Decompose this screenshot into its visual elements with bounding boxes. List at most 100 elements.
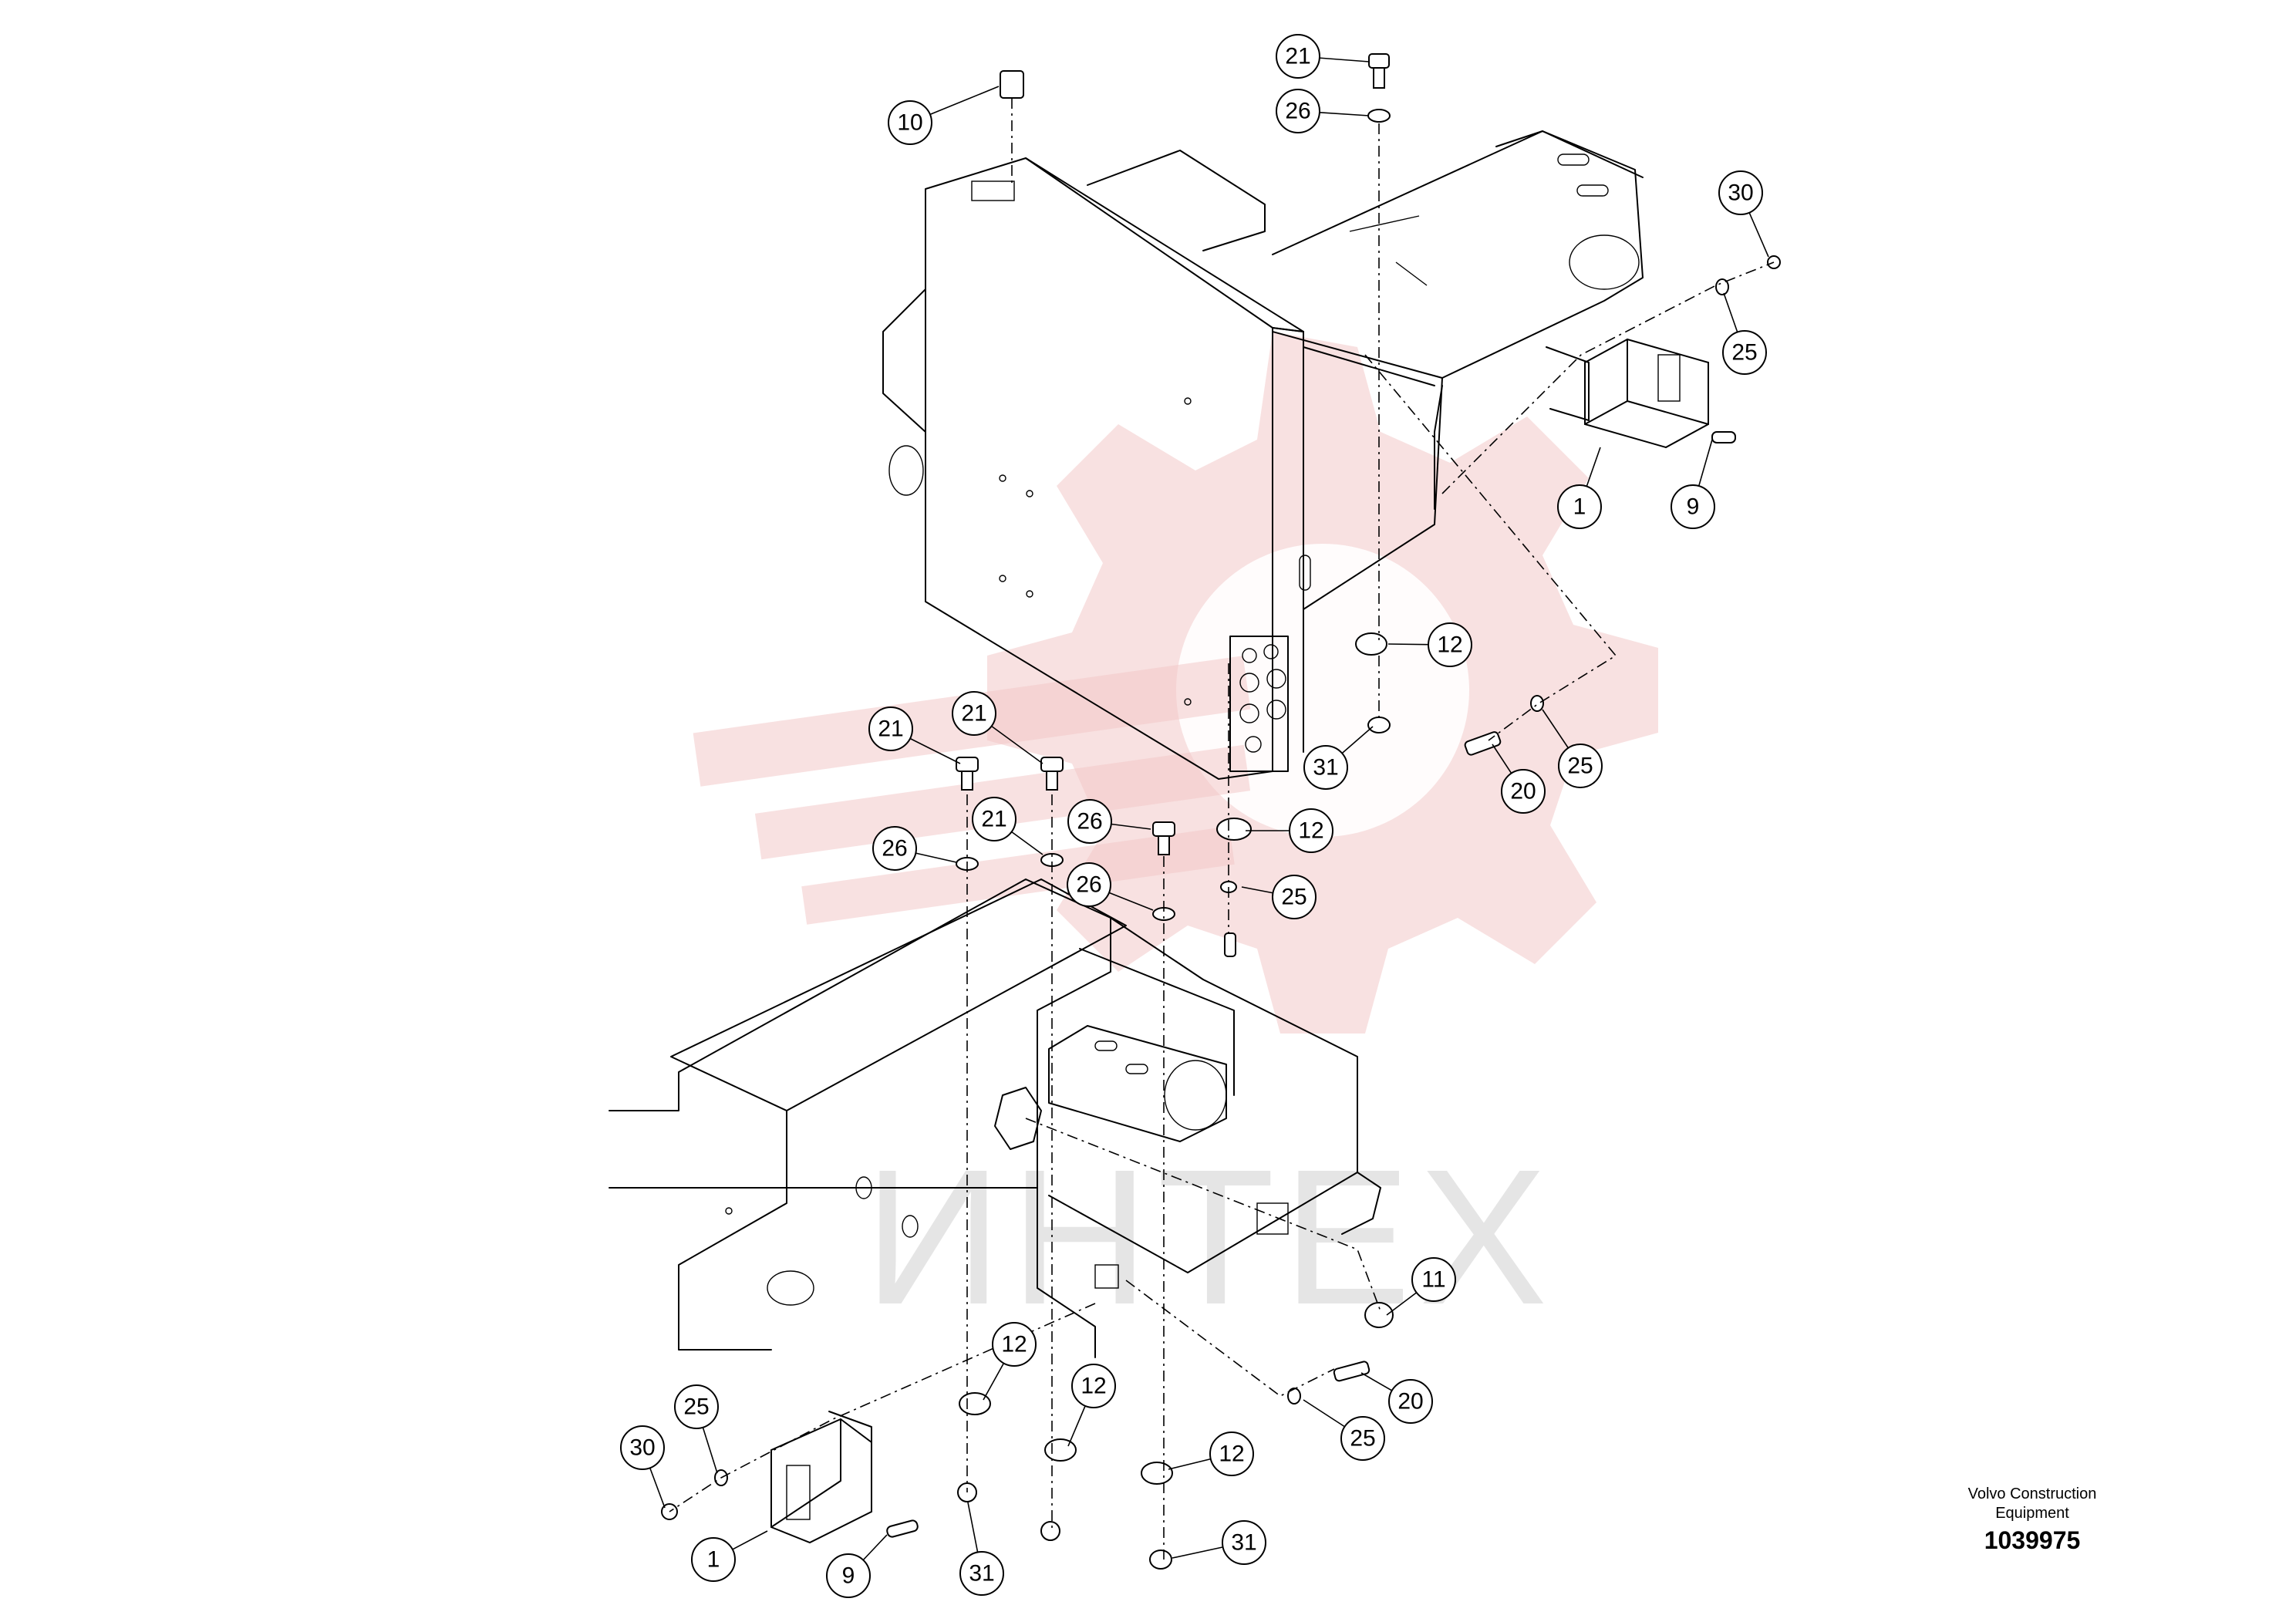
callout-12: 12 [1168, 1431, 1254, 1476]
callout-leader-line [1111, 823, 1151, 830]
callout-circle [1276, 89, 1320, 133]
callout-label: 9 [1687, 494, 1700, 520]
callout-21: 21 [1276, 34, 1370, 79]
callout-label: 20 [1397, 1389, 1423, 1415]
callout-20: 20 [1360, 1372, 1433, 1424]
callout-30: 30 [1718, 170, 1769, 258]
callout-leader-line [1241, 886, 1273, 894]
upper-control-cabinet [882, 150, 1304, 780]
callout-circle [1501, 769, 1546, 814]
callout-label: 25 [1281, 885, 1306, 910]
callout-12: 12 [1067, 1364, 1116, 1447]
callout-label: 12 [1437, 632, 1462, 658]
assembly-lines [669, 98, 1775, 1560]
watermark-gear-icon [693, 332, 1658, 1034]
callout-leader-line [1542, 709, 1569, 749]
callout-circle [1067, 799, 1112, 844]
callout-leader-line [1303, 1399, 1345, 1428]
callout-10: 10 [888, 86, 1000, 145]
callout-label: 30 [629, 1435, 655, 1461]
callout-26: 26 [1067, 862, 1154, 911]
callout-30: 30 [620, 1425, 666, 1509]
callout-21: 21 [952, 691, 1043, 764]
callout-circle [1340, 1416, 1385, 1461]
callout-circle [959, 1551, 1004, 1596]
callout-leader-line [1723, 292, 1738, 332]
callout-label: 21 [878, 717, 903, 742]
callout-circle [1071, 1364, 1116, 1408]
callout-label: 21 [981, 807, 1006, 832]
callout-circle [888, 100, 932, 145]
callout-1: 1 [1557, 447, 1602, 529]
callout-leader-line [1387, 643, 1429, 646]
callout-12: 12 [1387, 622, 1472, 667]
callout-circle [1289, 808, 1333, 853]
callout-leader-line [1360, 1372, 1393, 1391]
callout-21: 21 [972, 797, 1043, 855]
callout-leader-line [1108, 892, 1154, 911]
callout-leader-line [702, 1427, 718, 1474]
callout-circle [620, 1425, 665, 1470]
callout-label: 1 [1573, 494, 1586, 520]
callout-circle [1557, 484, 1602, 529]
callout-circle [868, 706, 913, 751]
watermark-text: ИНТЕХ [864, 1129, 1555, 1344]
callout-leader-line [1172, 1546, 1223, 1559]
callouts: 10 21 26 30 25 1 9 12 31 20 25 21 21 26 21 26 12 26 25 11 12… [620, 34, 1769, 1598]
callout-11: 11 [1386, 1257, 1456, 1316]
callout-circle [1411, 1257, 1456, 1302]
callout-circle [1722, 330, 1767, 375]
callout-26: 26 [872, 826, 957, 871]
callout-label: 31 [1231, 1530, 1256, 1556]
callout-circle [1558, 744, 1603, 788]
switch-box-left [770, 1411, 872, 1544]
callout-leader-line [1341, 726, 1374, 754]
callout-leader-line [1586, 447, 1601, 487]
callout-circle [1303, 745, 1348, 790]
callout-label: 25 [1731, 340, 1757, 366]
callout-circle [1222, 1520, 1266, 1565]
callout-leader-line [1492, 744, 1512, 774]
callout-31: 31 [1303, 726, 1374, 790]
callout-26: 26 [1276, 89, 1370, 133]
callout-label: 26 [1285, 99, 1310, 124]
callout-25: 25 [1722, 292, 1767, 375]
callout-20: 20 [1492, 744, 1546, 814]
callout-circle [1388, 1379, 1433, 1424]
callout-circle [992, 1322, 1037, 1367]
callout-label: 26 [1077, 809, 1102, 835]
callout-label: 31 [969, 1561, 994, 1587]
callout-label: 25 [1350, 1426, 1375, 1452]
callout-25: 25 [1241, 875, 1317, 919]
callout-circle [1718, 170, 1763, 215]
callout-label: 20 [1510, 779, 1536, 804]
callout-9: 9 [1671, 439, 1715, 529]
document-number: 1039975 [1984, 1526, 2081, 1554]
callout-31: 31 [959, 1502, 1004, 1596]
callout-circle [1276, 34, 1320, 79]
callout-leader-line [1319, 112, 1370, 116]
callout-leader-line [1319, 57, 1370, 62]
callout-label: 10 [897, 110, 922, 136]
callout-label: 11 [1421, 1267, 1445, 1293]
brand-line-2: Equipment [1995, 1505, 2069, 1522]
callout-circle [691, 1537, 736, 1582]
callout-25: 25 [674, 1384, 719, 1474]
callout-label: 25 [1567, 754, 1593, 779]
callout-label: 9 [842, 1563, 855, 1589]
callout-leader-line [1067, 1405, 1086, 1447]
callout-leader-line [1748, 212, 1769, 258]
callout-circle [1428, 622, 1472, 667]
callout-label: 26 [1076, 872, 1101, 898]
callout-21: 21 [868, 706, 961, 764]
callout-25: 25 [1542, 709, 1603, 788]
callout-circle [872, 826, 917, 871]
callout-leader-line [915, 852, 957, 863]
callout-31: 31 [1172, 1520, 1266, 1565]
callout-leader-line [1011, 831, 1043, 855]
callout-circle [952, 691, 996, 736]
callout-leader-line [967, 1502, 979, 1553]
brand-line-1: Volvo Construction [1968, 1485, 2097, 1502]
callout-label: 12 [1219, 1442, 1244, 1467]
callout-circle [1209, 1431, 1254, 1476]
